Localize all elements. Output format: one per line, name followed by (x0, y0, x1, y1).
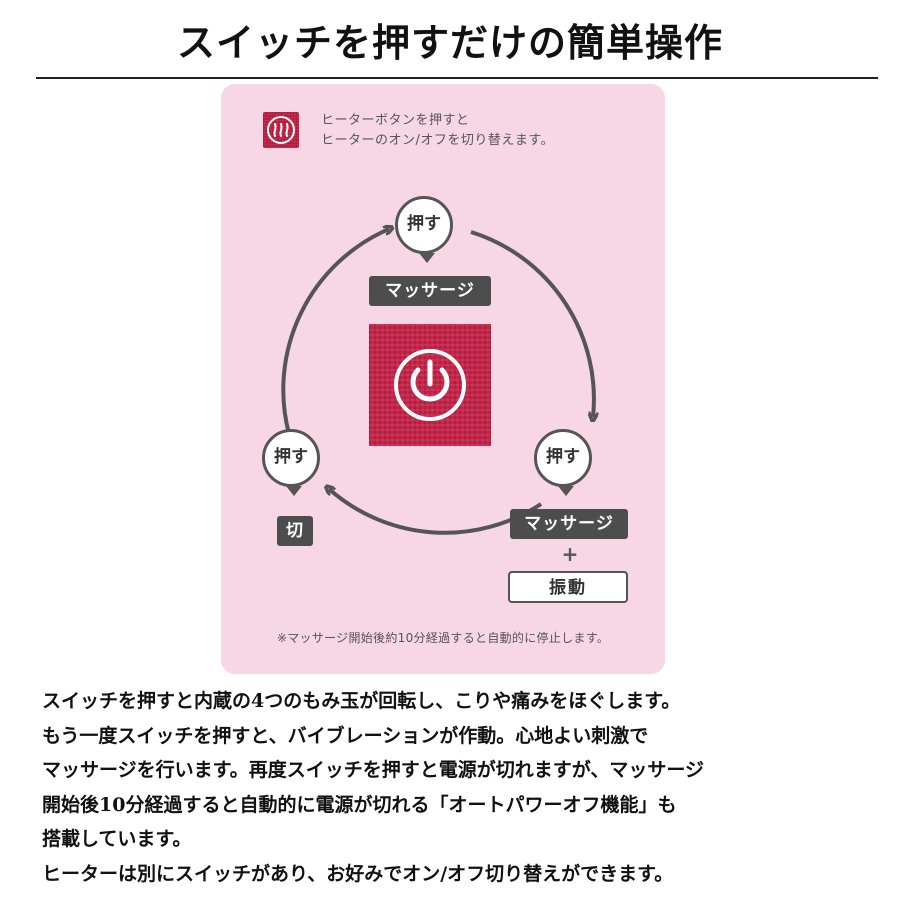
cycle-arrow-left-to-top (281, 229, 389, 435)
heater-note-line: ヒーターのオン/オフを切り替えます。 (321, 133, 555, 148)
power-button[interactable] (369, 324, 491, 446)
description: スイッチを押すと内蔵の4つのもみ玉が回転し、こりや痛みをほぐします。 もう一度ス… (42, 684, 892, 891)
heater-note-line: ヒーターボタンを押すと (321, 113, 470, 128)
massage-label-right: マッサージ (510, 509, 628, 539)
heater-waves-icon (263, 112, 299, 148)
off-label: 切 (277, 516, 313, 546)
title-divider (36, 77, 878, 79)
massage-label-top: マッサージ (369, 276, 491, 306)
auto-off-note: ※マッサージ開始後約10分経過すると自動的に停止します。 (276, 631, 610, 645)
description-line: 開始後10分経過すると自動的に電源が切れる「オートパワーオフ機能」も (42, 793, 677, 816)
description-line: マッサージを行います。再度スイッチを押すと電源が切れますが、マッサージ (42, 759, 704, 781)
cycle-arrow-top-to-right (470, 230, 594, 417)
description-line: スイッチを押すと内蔵の4つのもみ玉が回転し、こりや痛みをほぐします。 (42, 690, 681, 712)
press-bubble-top: 押す (395, 196, 453, 263)
plus-sign: + (561, 542, 579, 566)
press-bubble-left: 押す (262, 429, 320, 496)
description-line: もう一度スイッチを押すと、バイブレーションが作動。心地よい刺激で (42, 724, 649, 747)
description-line: 搭載しています。 (42, 828, 192, 850)
press-bubble-right: 押す (534, 429, 592, 496)
description-line: ヒーターは別にスイッチがあり、お好みでオン/オフ切り替えができます。 (42, 862, 674, 885)
power-icon (394, 349, 466, 421)
page-title: スイッチを押すだけの簡単操作 (176, 20, 723, 65)
heater-note: ヒーターボタンを押すと ヒーターのオン/オフを切り替えます。 (321, 111, 554, 151)
operation-panel: ヒーターボタンを押すと ヒーターのオン/オフを切り替えます。 押す マッサージ … (221, 84, 665, 674)
vibration-label: 振動 (508, 571, 628, 603)
